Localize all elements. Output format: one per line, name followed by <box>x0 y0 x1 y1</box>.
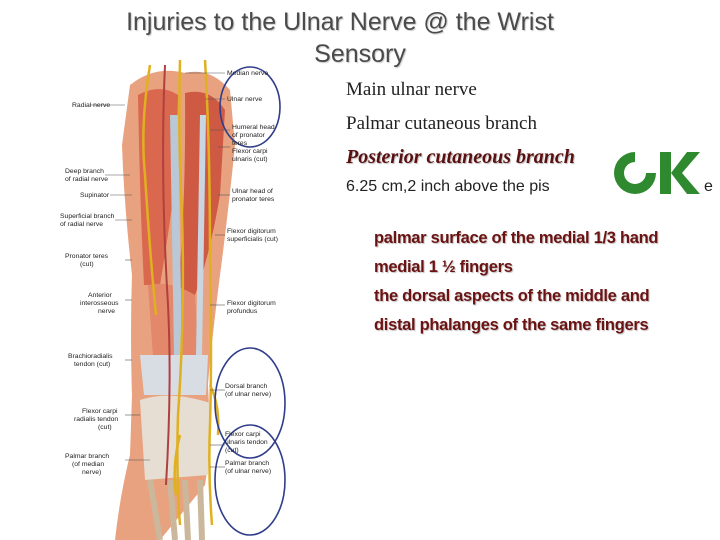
label-ulnar-nerve: Ulnar nerve <box>227 96 262 103</box>
label-fdp-1: Flexor digitorum <box>227 300 276 307</box>
label-pronator-teres-1: Pronator teres <box>65 253 109 260</box>
sensory-item-1: palmar surface of the medial 1/3 hand <box>374 229 659 247</box>
label-palmar-branch-ulnar-1: Palmar branch <box>225 460 269 467</box>
label-superficial-branch-2: of radial nerve <box>60 221 103 228</box>
label-radial-nerve: Radial nerve <box>72 102 110 109</box>
label-palmar-branch-median-3: nerve) <box>82 469 101 476</box>
label-palmar-branch-median-1: Palmar branch <box>65 453 109 460</box>
label-deep-branch-2: of radial nerve <box>65 176 108 183</box>
ok-logo-icon <box>614 152 700 194</box>
circle-dorsal-branch <box>214 347 286 459</box>
label-dorsal-branch-1: Dorsal branch <box>225 383 268 390</box>
circle-ulnar-nerve <box>219 66 281 148</box>
label-palmar-branch-median-2: (of median <box>72 461 104 468</box>
label-fcu-2: ulnaris (cut) <box>232 156 268 163</box>
label-fcu-tendon-3: (cut) <box>225 447 239 454</box>
label-fdp-2: profundus <box>227 308 258 315</box>
label-fcr-3: (cut) <box>98 424 112 431</box>
label-fcr-2: radialis tendon <box>74 416 118 423</box>
bullet-main-ulnar-nerve: Main ulnar nerve <box>346 79 477 100</box>
label-anterior-3: nerve <box>98 308 115 315</box>
nerves <box>142 59 220 526</box>
label-humeral-head-2: of pronator <box>232 132 266 139</box>
forearm-anatomy-illustration: Median nerve Radial nerve Ulnar nerve Hu… <box>60 59 286 540</box>
sensory-item-4: distal phalanges of the same fingers <box>374 316 649 334</box>
sensory-item-3: the dorsal aspects of the middle and <box>374 287 650 305</box>
label-brachioradialis-1: Brachioradialis <box>68 353 113 360</box>
slide-subtitle: Sensory <box>314 40 406 68</box>
label-superficial-branch-1: Superficial branch <box>60 213 115 220</box>
label-fcu-tendon-1: Flexor carpi <box>225 431 261 438</box>
label-humeral-head-1: Humeral head <box>232 124 275 131</box>
label-fds-2: superficialis (cut) <box>227 236 278 243</box>
label-deep-branch-1: Deep branch <box>65 168 104 175</box>
bullet-trailing-letter: e <box>704 178 713 195</box>
label-pronator-teres-2: (cut) <box>80 261 94 268</box>
label-median-nerve: Median nerve <box>227 70 268 77</box>
label-brachioradialis-2: tendon (cut) <box>74 361 110 368</box>
label-fds-1: Flexor digitorum <box>227 228 276 235</box>
bullet-measurement: 6.25 cm,2 inch above the pis <box>346 178 550 195</box>
highlight-circles <box>214 66 286 536</box>
label-palmar-branch-ulnar-2: (of ulnar nerve) <box>225 468 271 475</box>
sensory-item-2: medial 1 ½ fingers <box>374 258 513 276</box>
label-ulnar-head-1: Ulnar head of <box>232 188 273 195</box>
label-fcu-tendon-2: ulnaris tendon <box>225 439 268 446</box>
slide-title: Injuries to the Ulnar Nerve @ the Wrist <box>126 8 554 36</box>
label-supinator: Supinator <box>80 192 110 199</box>
label-fcr-1: Flexor carpi <box>82 408 118 415</box>
bullet-palmar-cutaneous: Palmar cutaneous branch <box>346 113 537 134</box>
bullet-posterior-cutaneous: Posterior cutaneous branch <box>346 146 575 168</box>
label-fcu-1: Flexor carpi <box>232 148 268 155</box>
label-humeral-head-3: teres <box>232 140 248 147</box>
circle-palmar-branch <box>214 424 286 536</box>
label-anterior-2: interosseous <box>80 300 119 307</box>
label-ulnar-head-2: pronator teres <box>232 196 275 203</box>
forearm-muscles <box>115 70 235 540</box>
label-dorsal-branch-2: (of ulnar nerve) <box>225 391 271 398</box>
label-anterior-1: Anterior <box>88 292 113 299</box>
